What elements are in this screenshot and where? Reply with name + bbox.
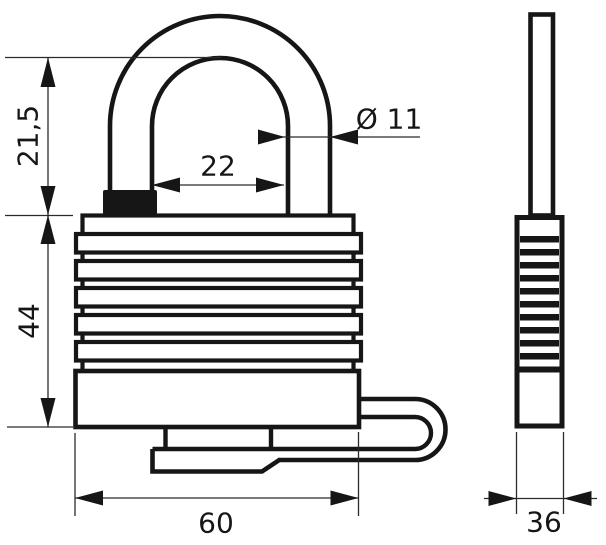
dimension-arrows [40, 57, 592, 506]
side-rib [520, 249, 559, 256]
side-rib [520, 340, 559, 347]
body-rib [73, 258, 364, 282]
arrow-up-21-5 [40, 57, 56, 87]
side-rib [520, 275, 559, 282]
label-body-height: 44 [13, 303, 46, 339]
clip-inner-line [152, 414, 434, 452]
side-body [514, 215, 565, 429]
arrow-left-60 [75, 490, 103, 506]
body-rib [73, 285, 364, 309]
side-view [514, 12, 565, 429]
body-base-block [73, 368, 362, 430]
arrow-left-diameter [330, 129, 358, 145]
side-rib [520, 301, 559, 308]
side-rib [520, 236, 559, 243]
arrow-down-44 [40, 398, 56, 427]
keyway-cover-plate [150, 449, 282, 474]
side-shackle-bar [528, 12, 556, 218]
body-rib [73, 312, 364, 336]
side-rib [520, 353, 559, 360]
shackle [103, 13, 333, 216]
keyway-cover [150, 428, 282, 474]
label-shackle-height: 21,5 [12, 105, 45, 167]
dimension-labels: 21,5 44 22 Ø 11 60 36 [12, 103, 562, 540]
arrow-right-diameter [258, 129, 285, 145]
arrow-right-22 [256, 177, 284, 193]
arrow-right-36 [488, 491, 517, 506]
clip-outer-line [278, 396, 448, 463]
side-rib [520, 288, 559, 295]
arrow-left-22 [152, 177, 180, 193]
label-body-width: 60 [198, 507, 234, 540]
front-view [73, 13, 448, 474]
label-body-depth: 36 [526, 506, 562, 539]
arrow-up-44 [40, 215, 56, 244]
side-rib [520, 327, 559, 334]
shackle-outer-arc [107, 13, 333, 216]
body-rib [73, 231, 364, 255]
side-rib [520, 314, 559, 321]
side-rib [520, 262, 559, 269]
label-shackle-diameter: Ø 11 [356, 103, 423, 136]
retaining-clip [152, 396, 448, 463]
arrow-down-21-5 [40, 186, 56, 215]
arrow-right-60 [330, 490, 359, 506]
arrow-left-36 [563, 491, 592, 506]
padlock-body-front [73, 213, 364, 430]
label-shackle-inner-width: 22 [200, 150, 236, 183]
shackle-bumper [103, 190, 157, 215]
body-rib [73, 339, 364, 363]
side-body-ribs [520, 236, 559, 360]
